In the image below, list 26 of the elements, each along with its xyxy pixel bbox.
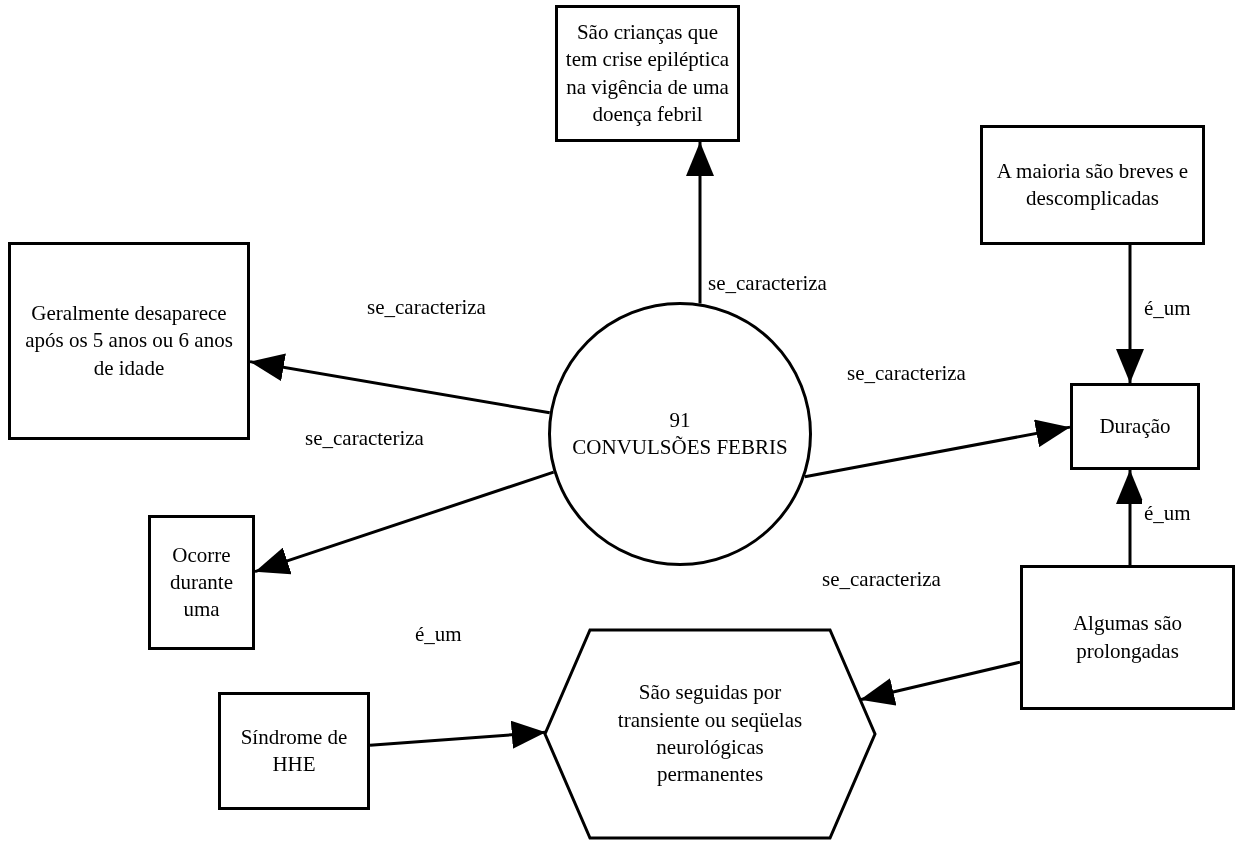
node-text: A maioria são breves e descomplicadas [995,157,1190,212]
arrow [254,470,555,575]
node-text: Geralmente desaparece após os 5 anos ou 6 anos de idade [24,300,234,382]
concept-box [8,242,250,440]
concept-box [1020,565,1235,710]
node-text: Duração [1099,412,1171,440]
arrow [804,419,1071,479]
node-text: Algumas são prolongadas [1071,610,1184,665]
concept-box [148,515,255,650]
arrow [369,720,546,749]
concept-box [1070,383,1200,470]
arrow [1116,245,1144,383]
node-text: Síndrome de HHE [239,723,349,778]
node-text: São crianças que tem crise epiléptica na vigência de uma doença febril [564,18,731,128]
node-text: 91 [669,406,691,434]
concept-hexagon [545,630,875,838]
arrow [686,142,714,304]
concept-box [980,125,1205,245]
arrow [859,660,1021,706]
node-text: CONVULSÕES FEBRIS [572,434,788,461]
node-text: São seguidas por transiente ou seqüelas neurológicas permanentes [616,679,804,789]
concept-box [555,5,740,142]
concept-box [218,692,370,810]
arrow [1116,470,1144,565]
arrow [249,353,550,415]
node-text: Ocorre durante uma [169,541,234,624]
